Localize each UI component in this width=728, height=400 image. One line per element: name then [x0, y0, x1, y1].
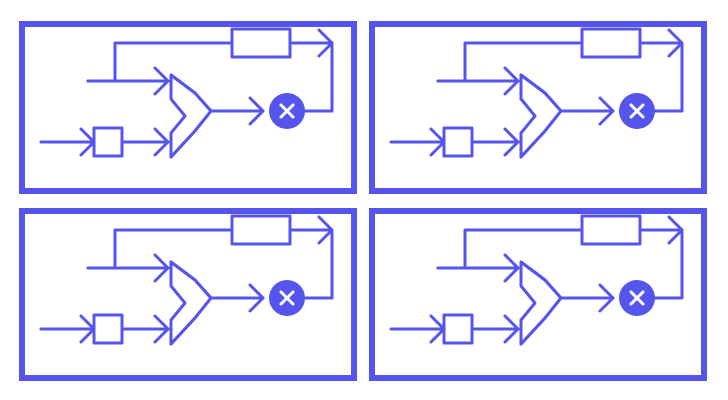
comparator-edge — [169, 73, 213, 159]
delay-output-arrow — [667, 215, 684, 245]
comparator-edge — [169, 260, 213, 346]
delay-block — [230, 27, 292, 59]
diagram-svg — [39, 27, 334, 159]
multiply-icon — [629, 290, 645, 306]
comparator-output-arrow — [598, 283, 615, 313]
loop-back-wire — [303, 230, 334, 300]
multiplier-node — [269, 280, 305, 316]
input-block — [442, 126, 474, 158]
upper-input-arrow — [153, 253, 170, 283]
comparator-edge — [519, 260, 563, 346]
upper-input-arrow — [153, 66, 170, 96]
diagram-svg — [39, 214, 334, 346]
input-block — [92, 313, 124, 345]
feedback-wire — [86, 41, 234, 83]
comparator-output-arrow — [248, 283, 265, 313]
diagram-panel-4 — [369, 208, 707, 381]
diagram-panel-1 — [19, 21, 357, 194]
feedback-wire — [436, 41, 584, 83]
input-block — [92, 126, 124, 158]
comparator — [169, 73, 213, 159]
comparator-output-arrow — [598, 96, 615, 126]
multiplier-node — [619, 280, 655, 316]
multiply-icon — [279, 290, 295, 306]
diagram-svg — [389, 214, 684, 346]
diagram-panel-3 — [19, 208, 357, 381]
multiply-icon — [279, 103, 295, 119]
comparator-output-arrow — [248, 96, 265, 126]
feedback-wire — [86, 228, 234, 270]
comparator-edge — [519, 73, 563, 159]
block-output-arrow — [153, 314, 170, 344]
diagram-svg — [389, 27, 684, 159]
upper-input-arrow — [503, 66, 520, 96]
comparator — [519, 73, 563, 159]
input-block — [442, 313, 474, 345]
multiplier-node — [619, 93, 655, 129]
feedback-wire — [436, 228, 584, 270]
comparator — [519, 260, 563, 346]
block-output-arrow — [503, 127, 520, 157]
upper-input-arrow — [503, 253, 520, 283]
loop-back-wire — [303, 43, 334, 113]
delay-output-arrow — [317, 28, 334, 58]
loop-back-wire — [653, 230, 684, 300]
block-output-arrow — [503, 314, 520, 344]
diagram-panel-2 — [369, 21, 707, 194]
delay-output-arrow — [667, 28, 684, 58]
delay-output-arrow — [317, 215, 334, 245]
loop-back-wire — [653, 43, 684, 113]
delay-block — [230, 214, 292, 246]
multiplier-node — [269, 93, 305, 129]
delay-block — [580, 27, 642, 59]
comparator — [169, 260, 213, 346]
delay-block — [580, 214, 642, 246]
multiply-icon — [629, 103, 645, 119]
block-output-arrow — [153, 127, 170, 157]
